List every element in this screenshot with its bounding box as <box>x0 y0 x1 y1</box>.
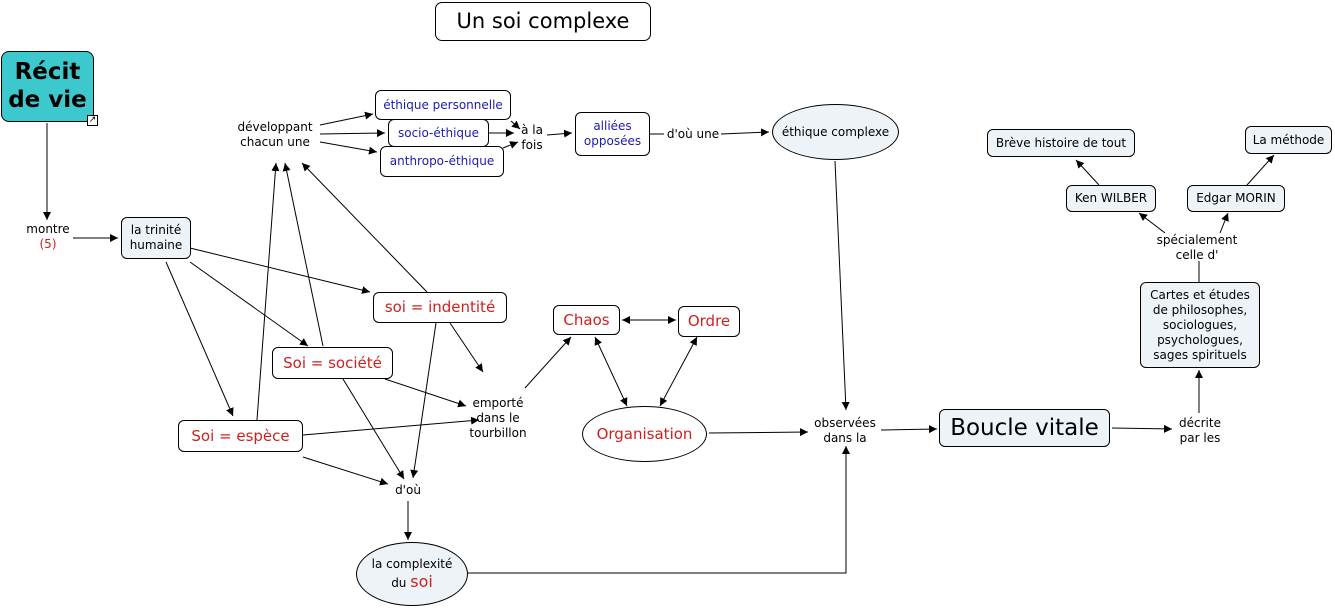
label-emporte-tourbillon: emporté dans le tourbillon <box>469 395 527 440</box>
map-title: Un soi complexe <box>435 2 651 41</box>
edge-dev-socio <box>319 129 386 138</box>
edge-emporte-chaos <box>524 336 572 389</box>
edge-ordre-organisation <box>659 336 698 407</box>
edge-espece-developpant <box>256 162 280 421</box>
node-organisation[interactable]: Organisation <box>582 406 707 462</box>
edge-ken-breve <box>1075 159 1100 186</box>
edge-espece-dou <box>302 456 389 486</box>
edge-dev-anthropo <box>319 141 378 155</box>
edge-identite-developpant <box>301 162 428 293</box>
edge-alafois-allies <box>546 129 573 138</box>
edge-dev-ethique-perso <box>319 111 374 126</box>
edge-trinite-societe <box>189 261 309 347</box>
node-anthropo-ethique[interactable]: anthropo-éthique <box>380 146 504 177</box>
edge-specialement-edgar <box>1219 212 1229 234</box>
complexite-prefix: du <box>391 575 411 590</box>
edge-specialement-ken <box>1138 212 1166 234</box>
node-ethique-personnelle[interactable]: éthique personnelle <box>375 90 511 120</box>
node-soi-espece[interactable]: Soi = espèce <box>178 420 303 452</box>
label-observees: observées dans la <box>814 416 876 445</box>
edge-identite-emporte <box>449 322 484 373</box>
label-specialement: spécialement celle d' <box>1156 233 1238 262</box>
edge-edgar-methode <box>1246 154 1275 186</box>
node-recit-de-vie[interactable]: Récit de vie <box>1 51 94 122</box>
node-soi-identite[interactable]: soi = indentité <box>373 292 507 323</box>
node-trinite-humaine[interactable]: la trinité humaine <box>121 217 191 259</box>
edge-trinite-espece <box>165 261 234 417</box>
node-edgar-morin[interactable]: Edgar MORIN <box>1187 185 1285 212</box>
complexite-line1: la complexité <box>371 556 453 571</box>
node-complexite-du-soi[interactable]: la complexité du soi <box>356 542 468 606</box>
edge-observees-boucle <box>880 425 938 434</box>
label-montre-text: montre <box>26 222 70 236</box>
edge-anthropo-alafois <box>502 141 519 149</box>
complexite-line2: du soi <box>391 572 433 592</box>
node-socio-ethique[interactable]: socio-éthique <box>388 119 489 147</box>
edge-societe-dou <box>342 378 405 480</box>
label-decrite: décrite par les <box>1179 416 1221 445</box>
node-soi-societe[interactable]: Soi = société <box>272 347 393 379</box>
edge-trinite-identite <box>189 247 371 294</box>
label-montre: montre (5) <box>18 221 78 253</box>
node-ordre[interactable]: Ordre <box>678 306 740 337</box>
edge-espece-emporte <box>302 416 480 436</box>
complexite-emph: soi <box>410 571 433 591</box>
edge-douune-ethique <box>720 128 770 137</box>
edge-societe-developpant <box>282 162 324 347</box>
link-arrow-icon[interactable]: ↗ <box>87 115 98 126</box>
node-cartes-etudes[interactable]: Cartes et études de philosophes, sociolo… <box>1140 282 1260 368</box>
label-developpant: développant chacun une <box>237 120 313 149</box>
node-boucle-vitale[interactable]: Boucle vitale <box>939 409 1110 447</box>
edge-perso-alafois <box>510 120 521 130</box>
node-la-methode[interactable]: La méthode <box>1245 126 1332 154</box>
label-dou: d'où <box>395 482 421 497</box>
node-chaos[interactable]: Chaos <box>553 305 620 335</box>
node-ethique-complexe[interactable]: éthique complexe <box>772 104 899 160</box>
node-breve-histoire[interactable]: Brève histoire de tout <box>987 129 1135 157</box>
node-alliees-opposees[interactable]: alliées opposées <box>575 112 650 156</box>
edge-chaos-organisation <box>594 336 628 407</box>
edge-ethique-observees <box>834 160 850 411</box>
edge-complexite-observees <box>468 446 850 574</box>
label-dou-une: d'où une <box>666 127 720 141</box>
node-ken-wilber[interactable]: Ken WILBER <box>1066 185 1156 212</box>
label-montre-count: (5) <box>39 237 57 251</box>
edge-organisation-observees <box>708 428 809 437</box>
edge-identite-dou <box>410 322 437 479</box>
label-a-la-fois: à la fois <box>521 123 543 152</box>
edge-boucle-decrite <box>1111 424 1173 433</box>
